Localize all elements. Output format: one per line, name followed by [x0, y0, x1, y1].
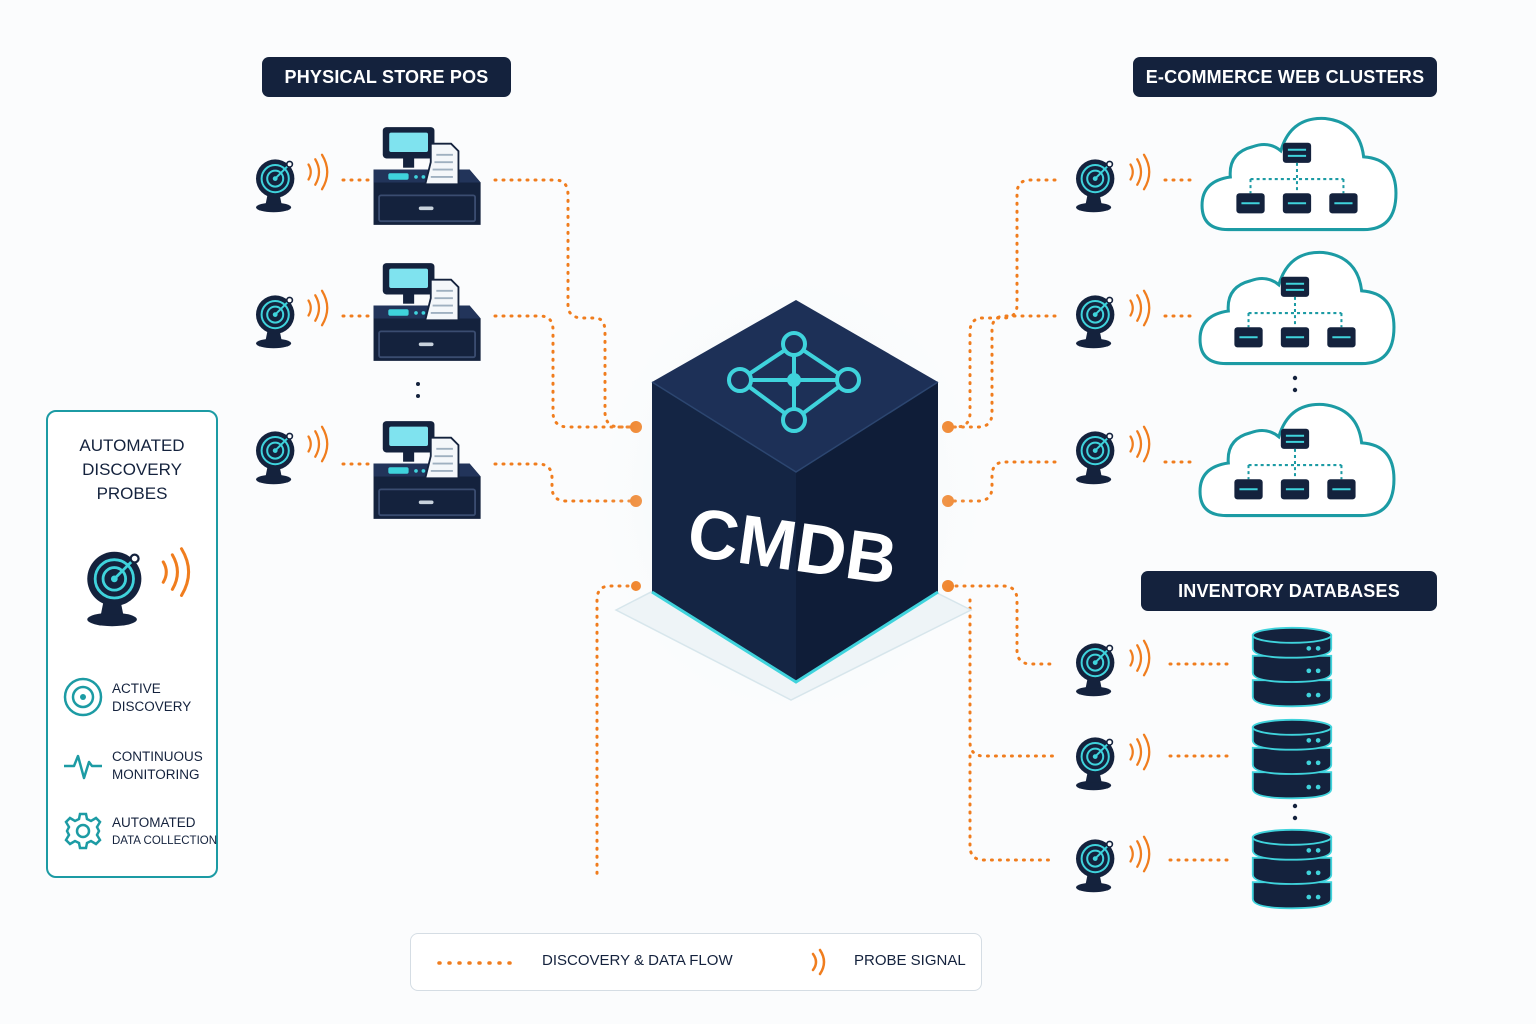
- card-title-text: AUTOMATED DISCOVERY PROBES: [79, 436, 185, 503]
- database-icon: [1244, 626, 1340, 710]
- radar-dish-icon: [1068, 828, 1132, 902]
- discovery-probes-card: AUTOMATED DISCOVERY PROBES ACTIVE DISCOVE…: [46, 410, 218, 878]
- probe-signal-icon: [1126, 834, 1156, 874]
- probe-signal-icon: [1126, 288, 1156, 328]
- flow-line-bottom: [595, 584, 638, 882]
- feature-continuous-monitoring: CONTINUOUS MONITORING: [62, 744, 217, 788]
- card-title: AUTOMATED DISCOVERY PROBES: [48, 434, 216, 506]
- pos-register-icon: [368, 260, 488, 364]
- probe-signal-icon: [1126, 638, 1156, 678]
- radar-dish-icon: [1068, 632, 1132, 706]
- radar-dish-icon: [248, 418, 312, 496]
- web-cluster-cloud-icon: [1198, 112, 1400, 234]
- group-title-web: E-COMMERCE WEB CLUSTERS: [1133, 57, 1437, 97]
- feature-active-discovery: ACTIVE DISCOVERY: [62, 676, 217, 720]
- legend: DISCOVERY & DATA FLOW PROBE SIGNAL: [410, 933, 982, 991]
- probe-signal-icon: [304, 288, 334, 328]
- probe-signal-icon: [304, 152, 334, 192]
- flow-line-db-3: [968, 754, 1057, 862]
- cmdb-cube: CMDB: [596, 275, 986, 715]
- feature-line2: MONITORING: [112, 767, 200, 782]
- feature-line2: DATA COLLECTION: [112, 835, 218, 847]
- pulse-icon: [64, 754, 102, 780]
- radar-dish-icon: [1068, 282, 1132, 360]
- flow-line-web-3: [946, 460, 1057, 503]
- radar-dish-icon: [1068, 146, 1132, 224]
- flow-line-db-1: [946, 584, 1057, 666]
- database-icon: [1244, 718, 1340, 802]
- probe-signal-icon: [1126, 152, 1156, 192]
- flow-line-pos-2: [493, 314, 638, 429]
- web-cluster-cloud-icon: [1196, 246, 1398, 368]
- probe-signal-icon: [304, 424, 334, 464]
- dotted-line-icon: [437, 961, 519, 965]
- feature-line2: DISCOVERY: [112, 699, 192, 714]
- radar-dish-icon: [248, 282, 312, 360]
- flow-line-web-2: [946, 314, 1057, 429]
- feature-line1: AUTOMATED: [112, 815, 196, 830]
- probe-signal-icon: [1126, 424, 1156, 464]
- probe-signal-icon: [811, 948, 826, 976]
- group-title-pos: PHYSICAL STORE POS: [262, 57, 511, 97]
- web-cluster-cloud-icon: [1196, 398, 1398, 520]
- radar-dish-icon: [1068, 726, 1132, 800]
- pos-register-icon: [368, 124, 488, 228]
- feature-line1: ACTIVE: [112, 681, 161, 696]
- radar-dish-icon: [85, 547, 191, 628]
- flow-line-db-2: [968, 598, 1057, 758]
- flow-line-pos-1: [493, 178, 638, 429]
- pos-register-icon: [368, 418, 488, 522]
- legend-signal-label: PROBE SIGNAL: [854, 952, 966, 969]
- flow-line-pos-3: [493, 462, 638, 503]
- flow-line-web-1: [946, 178, 1057, 429]
- feature-automated-data-collection: AUTOMATED DATA COLLECTION: [62, 810, 217, 854]
- database-icon: [1244, 828, 1340, 912]
- radar-dish-icon: [1068, 418, 1132, 496]
- gear-icon: [64, 812, 102, 850]
- target-icon: [63, 677, 103, 717]
- probe-signal-icon: [1126, 732, 1156, 772]
- legend-flow-label: DISCOVERY & DATA FLOW: [542, 952, 733, 969]
- group-title-db: INVENTORY DATABASES: [1141, 571, 1437, 611]
- feature-line1: CONTINUOUS: [112, 749, 203, 764]
- radar-dish-icon: [248, 146, 312, 224]
